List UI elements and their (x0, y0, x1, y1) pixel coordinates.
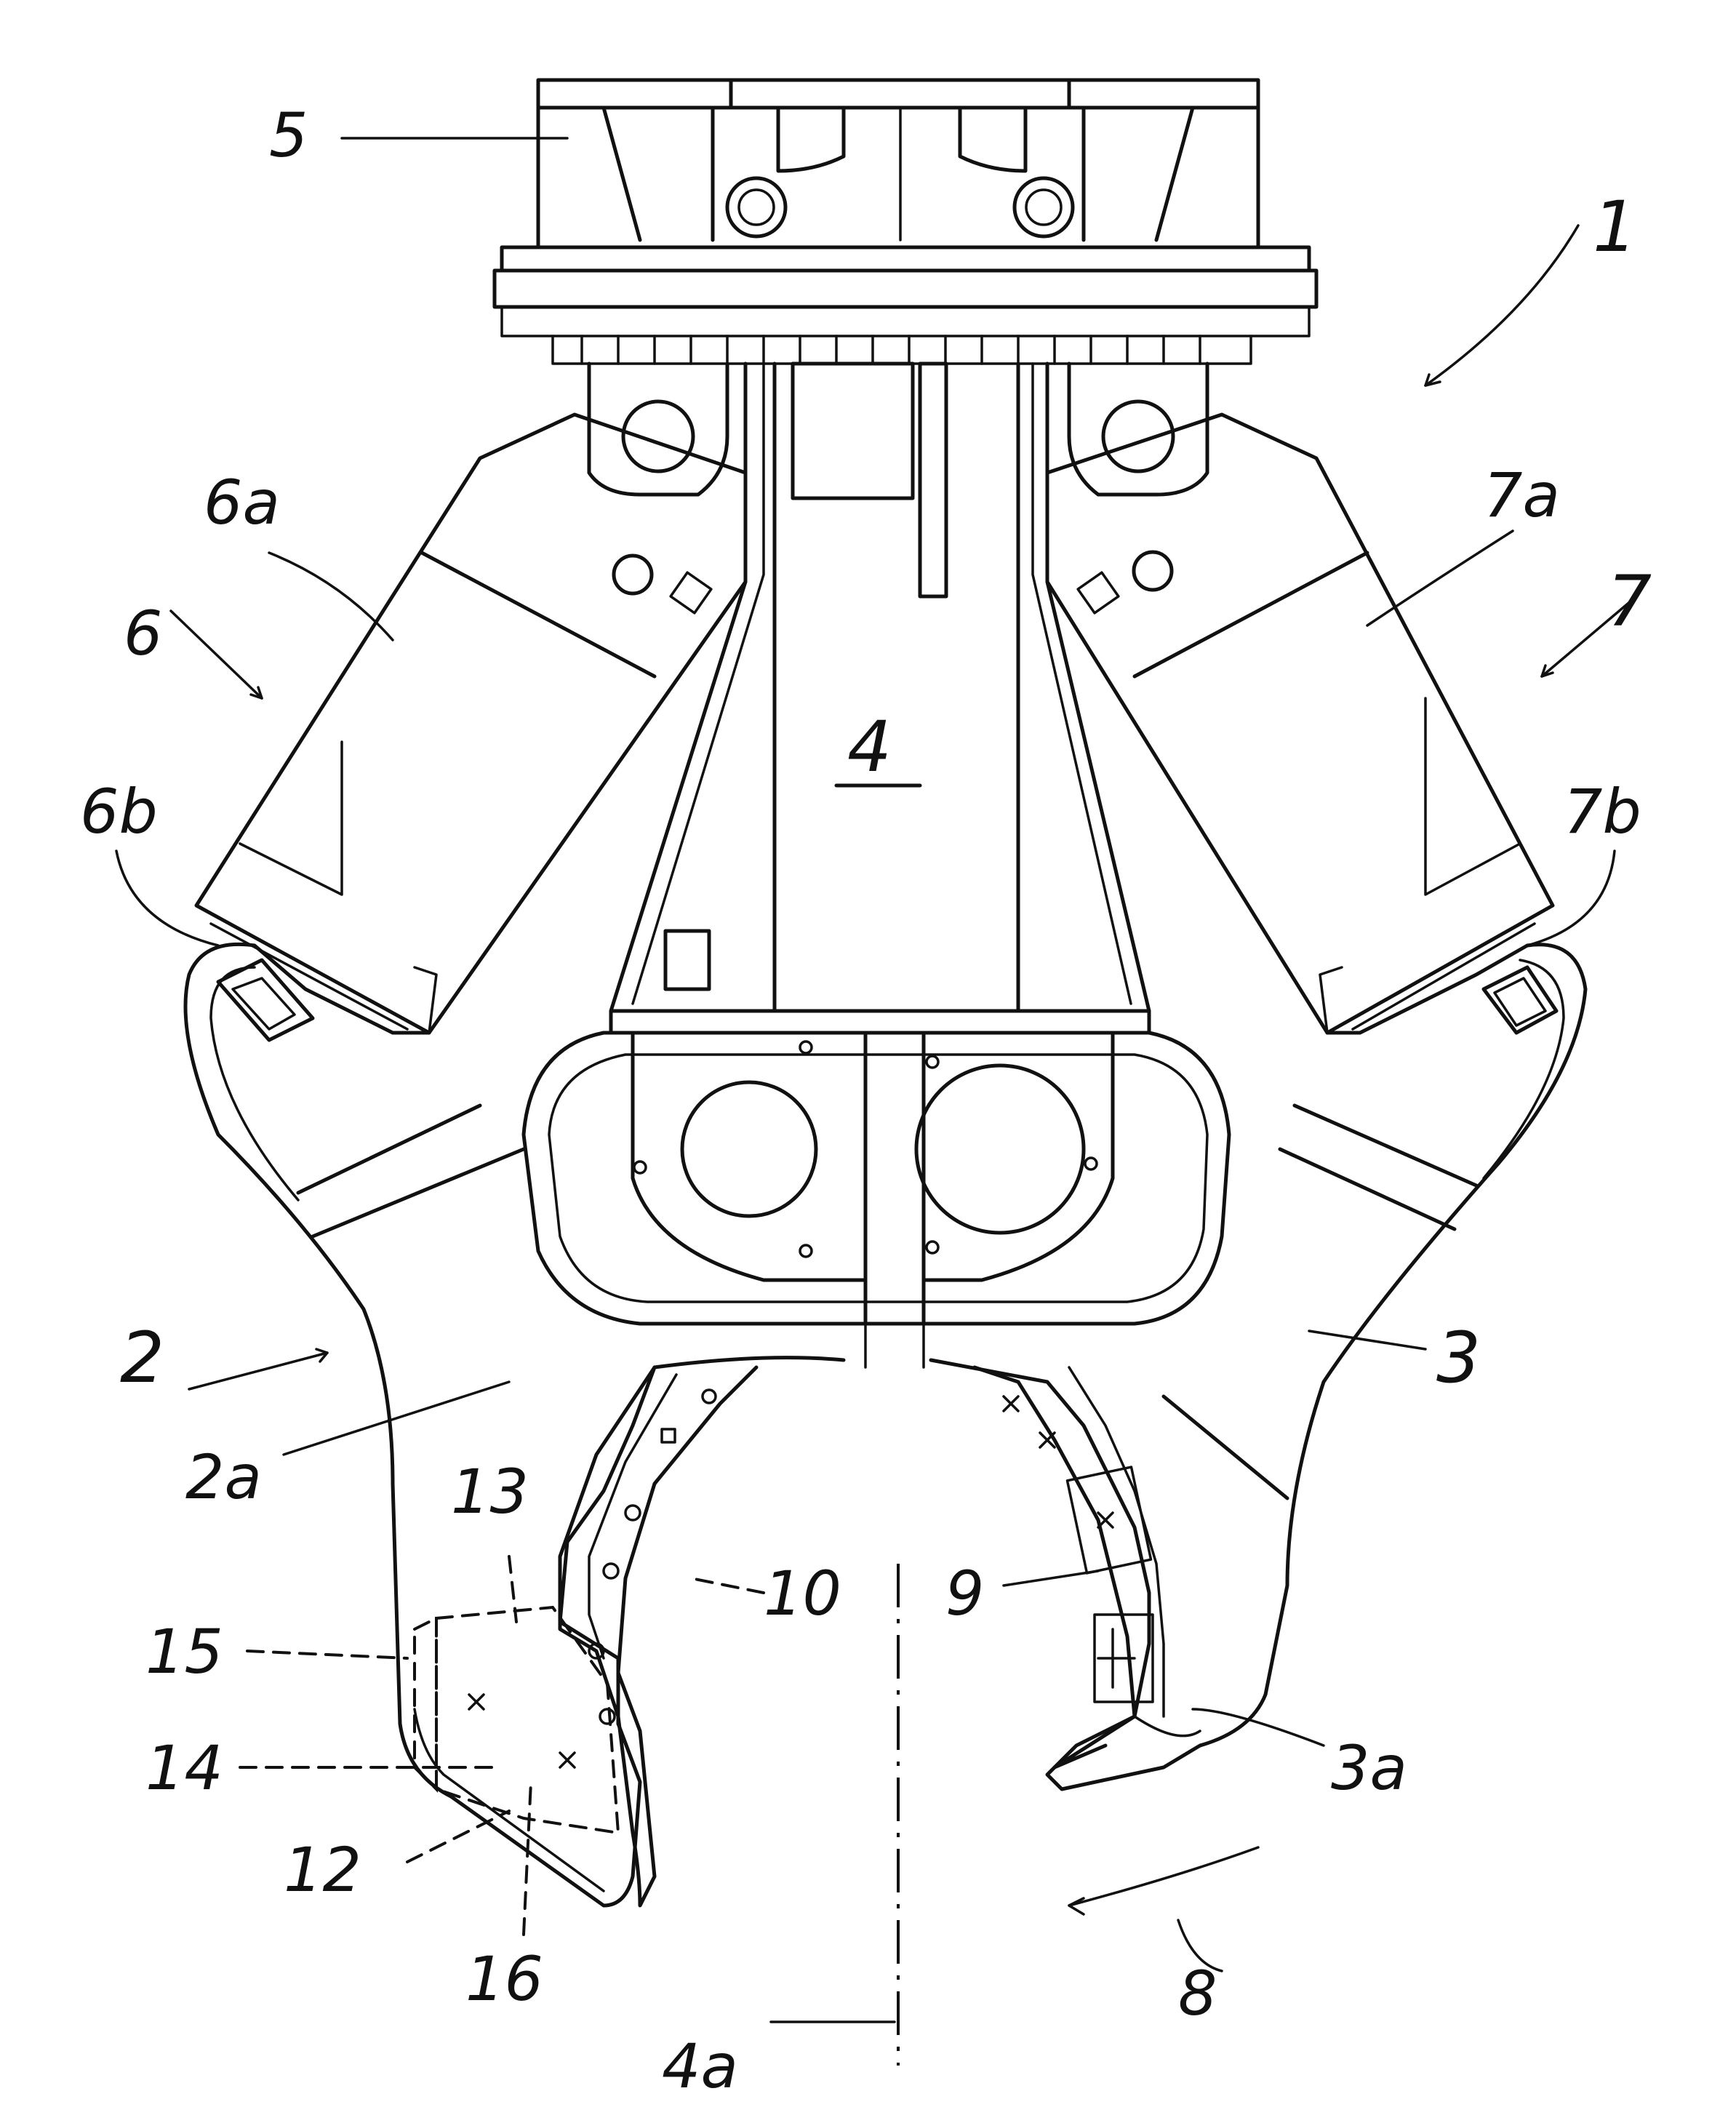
label-4a: 4a (662, 2031, 738, 2102)
label-15: 15 (145, 1616, 223, 1687)
right-cylinder (1047, 415, 1553, 1033)
label-6: 6 (124, 598, 162, 669)
leader-lines (116, 138, 1636, 2022)
mounting-head (495, 80, 1316, 364)
label-3: 3 (1436, 1317, 1481, 1399)
label-6b: 6b (80, 776, 158, 847)
label-7a: 7a (1484, 460, 1560, 531)
label-1: 1 (1593, 186, 1637, 268)
label-5: 5 (269, 100, 308, 171)
label-8: 8 (1178, 1958, 1217, 2029)
label-9: 9 (945, 1558, 984, 1629)
label-6a: 6a (204, 467, 280, 538)
label-3a: 3a (1331, 1732, 1407, 1804)
label-10: 10 (764, 1558, 841, 1629)
label-2: 2 (120, 1317, 164, 1399)
label-16: 16 (465, 1943, 543, 2015)
label-7: 7 (1607, 561, 1652, 642)
label-4: 4 (847, 706, 892, 788)
pivot-housing (524, 1033, 1229, 1367)
bolt-row (582, 336, 1200, 364)
label-13: 13 (451, 1456, 529, 1527)
left-jaw (185, 944, 844, 1906)
label-12: 12 (284, 1834, 361, 1906)
label-7b: 7b (1564, 776, 1641, 847)
cylinder-top-mounts (589, 364, 1207, 495)
label-2a: 2a (185, 1442, 262, 1513)
label-14: 14 (145, 1732, 223, 1804)
